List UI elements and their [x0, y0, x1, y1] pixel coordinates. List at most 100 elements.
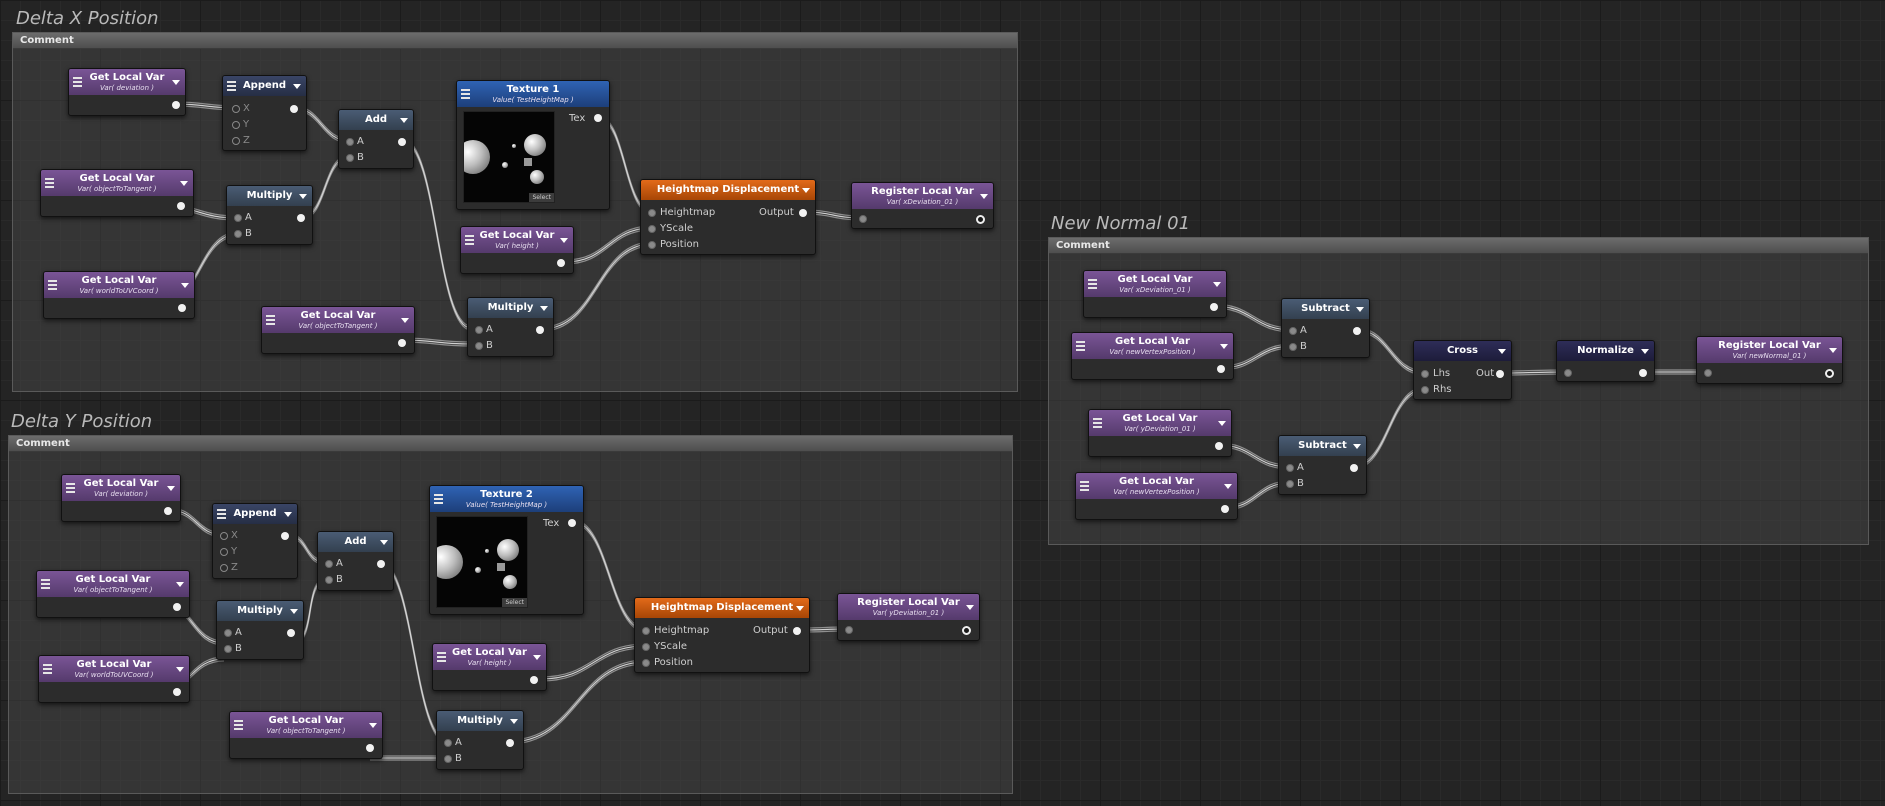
- input-port-a[interactable]: [346, 138, 354, 146]
- input-port[interactable]: [845, 626, 853, 634]
- menu-icon[interactable]: [1093, 418, 1102, 428]
- chevron-down-icon[interactable]: [401, 318, 409, 323]
- chevron-down-icon[interactable]: [1224, 484, 1232, 489]
- input-port-position[interactable]: [648, 241, 656, 249]
- input-port-a[interactable]: [224, 629, 232, 637]
- output-port[interactable]: [164, 507, 172, 515]
- menu-icon[interactable]: [1080, 481, 1089, 491]
- input-port-x[interactable]: [232, 105, 240, 113]
- node-texture-2[interactable]: Texture 2 Value( TestHeightMap ) Select …: [429, 485, 584, 615]
- menu-icon[interactable]: [234, 720, 243, 730]
- chevron-down-icon[interactable]: [966, 605, 974, 610]
- node-heightmap-displacement[interactable]: Heightmap Displacement Heightmap YScale …: [640, 179, 816, 255]
- node-get-local-var-deviation[interactable]: Get Local Var Var( deviation ): [68, 68, 186, 116]
- input-port-b[interactable]: [444, 755, 452, 763]
- input-port-a[interactable]: [1286, 464, 1294, 472]
- chevron-down-icon[interactable]: [380, 540, 388, 545]
- comment-header[interactable]: Comment: [9, 436, 1012, 452]
- chevron-down-icon[interactable]: [1356, 307, 1364, 312]
- comment-header[interactable]: Comment: [13, 33, 1017, 49]
- input-port-b[interactable]: [1289, 343, 1297, 351]
- node-subtract[interactable]: Subtract A B: [1281, 298, 1370, 358]
- chevron-down-icon[interactable]: [176, 582, 184, 587]
- input-port-b[interactable]: [346, 154, 354, 162]
- output-port[interactable]: [793, 627, 801, 635]
- menu-icon[interactable]: [1088, 279, 1097, 289]
- menu-icon[interactable]: [461, 89, 470, 99]
- node-multiply[interactable]: Multiply A B: [467, 297, 554, 357]
- output-port[interactable]: [297, 214, 305, 222]
- node-add[interactable]: Add A B: [338, 109, 414, 169]
- input-port-a[interactable]: [475, 326, 483, 334]
- node-get-local-var-deviation[interactable]: Get Local Var Var( deviation ): [61, 474, 181, 522]
- menu-icon[interactable]: [266, 315, 275, 325]
- output-port[interactable]: [1215, 442, 1223, 450]
- node-get-local-var-newvertexposition[interactable]: Get Local Var Var( newVertexPosition ): [1075, 472, 1238, 520]
- node-multiply[interactable]: Multiply A B: [226, 185, 313, 245]
- node-add[interactable]: Add A B: [317, 531, 394, 591]
- chevron-down-icon[interactable]: [181, 283, 189, 288]
- input-port-a[interactable]: [1289, 327, 1297, 335]
- input-port-b[interactable]: [1286, 480, 1294, 488]
- node-get-local-var-newvertexposition[interactable]: Get Local Var Var( newVertexPosition ): [1071, 332, 1234, 380]
- input-port-b[interactable]: [224, 645, 232, 653]
- menu-icon[interactable]: [465, 235, 474, 245]
- output-port[interactable]: [594, 114, 602, 122]
- output-port[interactable]: [530, 676, 538, 684]
- input-port-a[interactable]: [325, 560, 333, 568]
- menu-icon[interactable]: [48, 280, 57, 290]
- output-port[interactable]: [290, 105, 298, 113]
- chevron-down-icon[interactable]: [180, 181, 188, 186]
- output-port[interactable]: [536, 326, 544, 334]
- node-heightmap-displacement[interactable]: Heightmap Displacement Heightmap YScale …: [634, 597, 810, 673]
- output-port[interactable]: [366, 744, 374, 752]
- select-button[interactable]: Select: [502, 598, 527, 607]
- chevron-down-icon[interactable]: [560, 238, 568, 243]
- input-port-y[interactable]: [232, 121, 240, 129]
- node-texture-1[interactable]: Texture 1 Value( TestHeightMap ) Select …: [456, 80, 610, 210]
- chevron-down-icon[interactable]: [299, 194, 307, 199]
- input-port-heightmap[interactable]: [642, 627, 650, 635]
- input-port-y[interactable]: [220, 548, 228, 556]
- output-port[interactable]: [178, 304, 186, 312]
- input-port[interactable]: [1564, 369, 1572, 377]
- output-port[interactable]: [1350, 464, 1358, 472]
- input-port-b[interactable]: [475, 342, 483, 350]
- chevron-down-icon[interactable]: [293, 84, 301, 89]
- node-get-local-var-objecttotangent[interactable]: Get Local Var Var( objectToTangent ): [40, 169, 194, 217]
- chevron-down-icon[interactable]: [796, 606, 804, 611]
- node-cross[interactable]: Cross Lhs Rhs Out: [1413, 340, 1512, 400]
- select-button[interactable]: Select: [529, 193, 554, 202]
- node-subtract[interactable]: Subtract A B: [1278, 435, 1367, 495]
- chevron-down-icon[interactable]: [369, 723, 377, 728]
- output-port[interactable]: [287, 629, 295, 637]
- input-port-yscale[interactable]: [648, 225, 656, 233]
- menu-icon[interactable]: [73, 77, 82, 87]
- menu-icon[interactable]: [43, 664, 52, 674]
- input-port-a[interactable]: [234, 214, 242, 222]
- output-port[interactable]: [398, 339, 406, 347]
- node-get-local-var-objecttotangent[interactable]: Get Local Var Var( objectToTangent ): [261, 306, 415, 354]
- node-get-local-var-height[interactable]: Get Local Var Var( height ): [460, 226, 574, 274]
- node-get-local-var-height[interactable]: Get Local Var Var( height ): [432, 643, 547, 691]
- output-port[interactable]: [568, 519, 576, 527]
- node-get-local-var-worldtouvcoord[interactable]: Get Local Var Var( worldToUVCoord ): [43, 271, 195, 319]
- chevron-down-icon[interactable]: [172, 80, 180, 85]
- chevron-down-icon[interactable]: [540, 306, 548, 311]
- output-port[interactable]: [377, 560, 385, 568]
- output-port[interactable]: [506, 739, 514, 747]
- output-port[interactable]: [173, 688, 181, 696]
- node-register-local-var-xdeviation[interactable]: Register Local Var Var( xDeviation_01 ): [851, 182, 994, 229]
- node-get-local-var-objecttotangent[interactable]: Get Local Var Var( objectToTangent ): [36, 570, 190, 618]
- menu-icon[interactable]: [227, 81, 236, 91]
- menu-icon[interactable]: [1076, 341, 1085, 351]
- output-port[interactable]: [1221, 505, 1229, 513]
- node-multiply[interactable]: Multiply A B: [216, 600, 304, 660]
- input-port-yscale[interactable]: [642, 643, 650, 651]
- chevron-down-icon[interactable]: [290, 609, 298, 614]
- chevron-down-icon[interactable]: [533, 655, 541, 660]
- menu-icon[interactable]: [217, 509, 226, 519]
- menu-icon[interactable]: [434, 494, 443, 504]
- comment-header[interactable]: Comment: [1049, 238, 1868, 254]
- input-port-z[interactable]: [220, 564, 228, 572]
